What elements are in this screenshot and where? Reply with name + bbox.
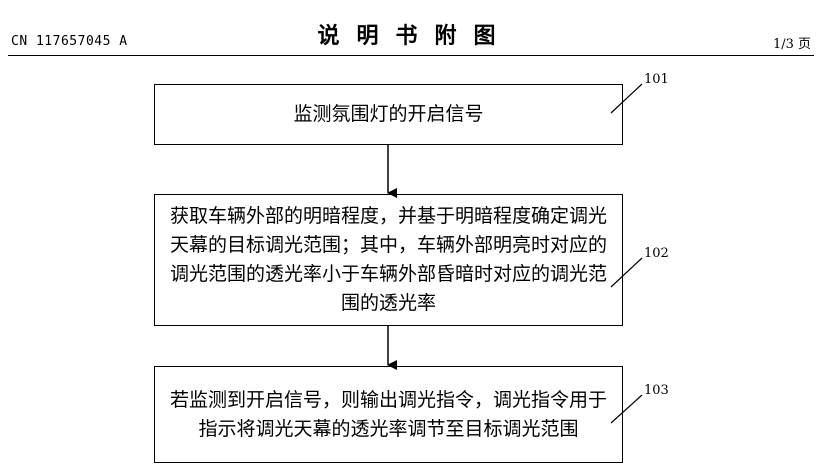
reference-number-103: 103 bbox=[644, 383, 669, 398]
header-rule bbox=[8, 55, 814, 56]
flow-step-102: 获取车辆外部的明暗程度，并基于明暗程度确定调光天幕的目标调光范围；其中，车辆外部… bbox=[154, 194, 623, 326]
publication-number: CN 117657045 A bbox=[11, 34, 128, 49]
page-number: 1/3 页 bbox=[772, 37, 811, 52]
reference-number-101: 101 bbox=[644, 72, 669, 87]
reference-number-102: 102 bbox=[644, 246, 669, 261]
page-title: 说明书附图 bbox=[317, 24, 513, 49]
flow-step-103: 若监测到开启信号，则输出调光指令，调光指令用于指示将调光天幕的透光率调节至目标调… bbox=[154, 366, 623, 463]
flow-step-103-text: 若监测到开启信号，则输出调光指令，调光指令用于指示将调光天幕的透光率调节至目标调… bbox=[169, 388, 607, 440]
flow-step-101-text: 监测氛围灯的开启信号 bbox=[293, 103, 484, 125]
flow-step-101: 监测氛围灯的开启信号 bbox=[154, 84, 623, 145]
leader-line-101 bbox=[610, 83, 643, 114]
leader-line-103 bbox=[610, 394, 643, 424]
leader-line-102 bbox=[610, 257, 643, 288]
flow-step-102-text: 获取车辆外部的明暗程度，并基于明暗程度确定调光天幕的目标调光范围；其中，车辆外部… bbox=[169, 205, 607, 314]
